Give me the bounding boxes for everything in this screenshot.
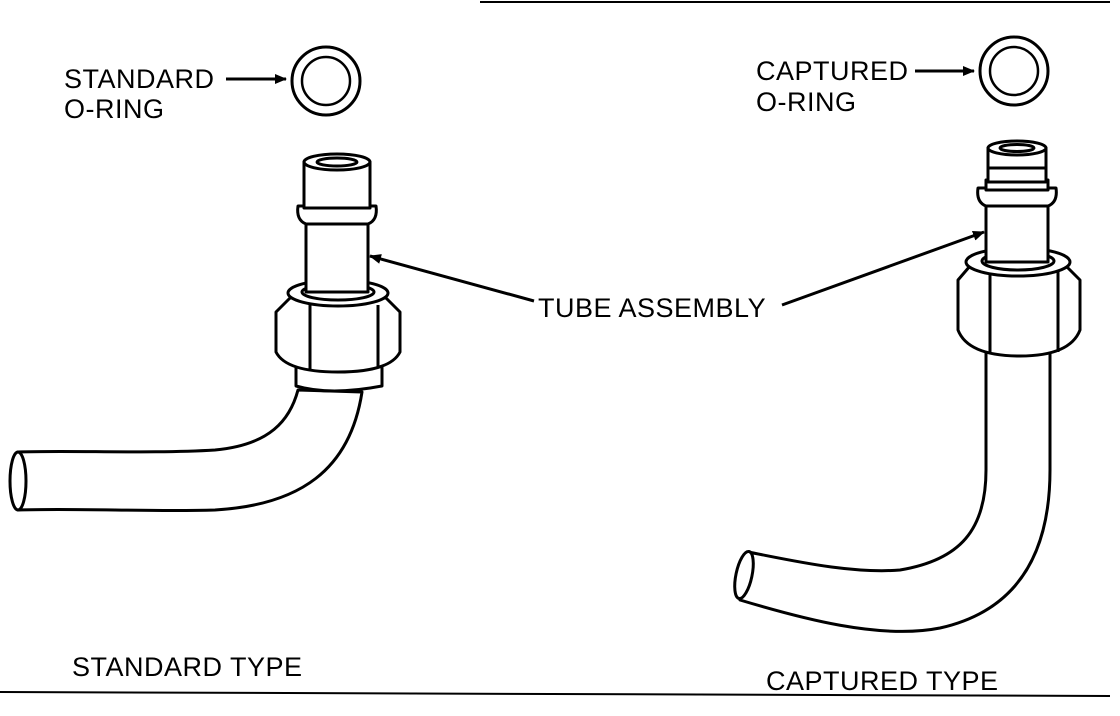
standard-type-caption: STANDARD TYPE (72, 652, 303, 682)
captured-tube-assembly (733, 139, 1082, 633)
captured-oring-label-line1: CAPTURED (756, 56, 909, 86)
tube-assembly-arrow-right (781, 230, 985, 307)
tube-assembly-label: TUBE ASSEMBLY (538, 293, 766, 323)
captured-oring-icon (978, 35, 1050, 107)
standard-tube-assembly (8, 152, 402, 513)
standard-oring-icon (290, 45, 362, 117)
bottom-border-line (0, 691, 1111, 697)
captured-oring-label-line2: O-RING (756, 87, 857, 117)
tube-assembly-arrow-left (369, 254, 535, 303)
standard-oring-label-line2: O-RING (64, 94, 165, 124)
standard-oring-label-line1: STANDARD (64, 64, 215, 94)
captured-type-caption: CAPTURED TYPE (766, 666, 999, 696)
